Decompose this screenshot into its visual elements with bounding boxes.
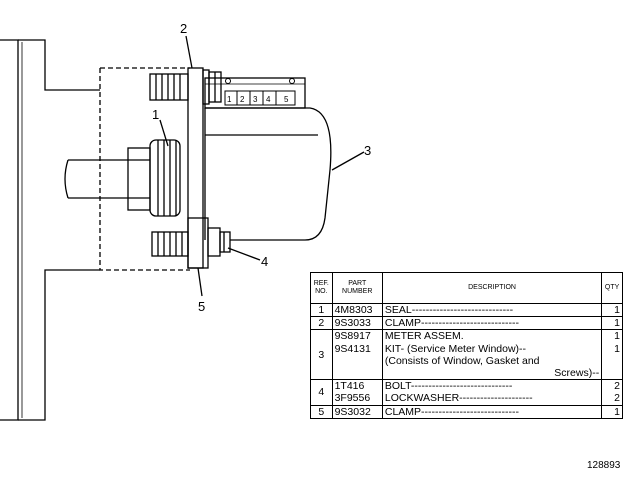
odometer-digit: 4 (266, 95, 271, 104)
header-part-line: NUMBER (342, 288, 373, 295)
header-qty: QTY (601, 272, 623, 304)
leader-4 (227, 247, 261, 261)
housing-outline (99, 67, 190, 271)
description-line: BOLT----------------------------- (384, 380, 513, 393)
odometer-digit: 5 (284, 95, 289, 104)
ref-cell: 2 (310, 316, 333, 331)
odometer-digit: 3 (253, 95, 258, 104)
qty-line: 2 (614, 380, 620, 393)
seal (149, 139, 181, 217)
ref-cell: 3 (310, 329, 333, 381)
table-row: 5 9S3032 CLAMP--------------------------… (310, 404, 623, 419)
qty-cell: 1 1 (601, 329, 623, 381)
description-line: METER ASSEM. (384, 330, 464, 343)
callout-5: 5 (198, 299, 206, 314)
ref-cell: 4 (310, 379, 333, 406)
part-number-cell: 9S3033 (331, 316, 383, 331)
leader-2 (185, 35, 193, 69)
qty-cell: 1 (601, 316, 623, 331)
header-description: DESCRIPTION (381, 272, 603, 304)
leader-5 (197, 267, 203, 297)
ref-cell: 1 (310, 302, 333, 318)
qty-cell: 1 (601, 404, 623, 419)
table-row: 1 4M8303 SEAL---------------------------… (310, 302, 623, 318)
qty-line: 1 (614, 342, 620, 355)
parts-list-table: REF. NO. PART NUMBER DESCRIPTION QTY 1 4… (310, 272, 623, 419)
qty-line: 1 (614, 330, 620, 343)
description-cell: METER ASSEM. KIT- (Service Meter Window)… (381, 329, 603, 381)
header-part-line: PART (348, 280, 367, 287)
qty-cell: 1 (601, 302, 623, 318)
header-part-number: PART NUMBER (331, 272, 383, 304)
header-ref-line: REF. (313, 280, 329, 287)
callout-2: 2 (180, 21, 188, 36)
leader-3 (331, 151, 365, 171)
description-line: LOCKWASHER--------------------- (384, 392, 533, 405)
table-row: 2 9S3033 CLAMP--------------------------… (310, 316, 623, 331)
callout-3: 3 (364, 143, 372, 158)
lower-bolt (151, 217, 231, 269)
part-number-cell: 9S3032 (331, 404, 383, 419)
description-cell: BOLT----------------------------- LOCKWA… (381, 379, 603, 406)
part-number-line: 1T416 (334, 380, 365, 393)
mounting-flange (0, 39, 19, 421)
part-number-cell: 1T416 3F9556 (331, 379, 383, 406)
upper-bolt (149, 69, 222, 105)
part-number-line: 9S4131 (334, 342, 371, 355)
callout-4: 4 (261, 254, 269, 269)
description-line: CLAMP---------------------------- (384, 317, 519, 330)
ref-cell: 5 (310, 404, 333, 419)
meter-body (205, 107, 332, 241)
description-cell: CLAMP---------------------------- (381, 404, 603, 419)
description-line: CLAMP---------------------------- (384, 405, 519, 418)
figure-code: 128893 (587, 460, 621, 471)
table-row: 3 9S8917 9S4131 METER ASSEM. KIT- (Servi… (310, 329, 623, 381)
table-row: 4 1T416 3F9556 BOLT---------------------… (310, 379, 623, 406)
drive-shaft (68, 159, 150, 199)
flange-step (18, 39, 100, 421)
table-header-row: REF. NO. PART NUMBER DESCRIPTION QTY (310, 272, 623, 304)
description-line: Screws)-- (554, 367, 600, 380)
description-line: KIT- (Service Meter Window)-- (384, 342, 527, 355)
qty-line: 2 (614, 392, 620, 405)
leader-1 (159, 119, 169, 147)
header-ref-no: REF. NO. (310, 272, 333, 304)
description-cell: CLAMP---------------------------- (381, 316, 603, 331)
part-number-cell: 4M8303 (331, 302, 383, 318)
part-number-cell: 9S8917 9S4131 (331, 329, 383, 381)
odometer-digit: 2 (240, 95, 245, 104)
header-ref-line: NO. (315, 288, 328, 295)
description-line: SEAL----------------------------- (384, 304, 514, 316)
odometer-housing (204, 77, 306, 109)
description-cell: SEAL----------------------------- (381, 302, 603, 318)
clamp-plate (187, 67, 204, 269)
odometer-digit: 1 (227, 95, 232, 104)
qty-cell: 2 2 (601, 379, 623, 406)
odometer-digits: 1 2 3 4 5 (224, 90, 296, 106)
description-line: (Consists of Window, Gasket and (384, 354, 540, 367)
part-number-line: 9S8917 (334, 330, 371, 343)
callout-1: 1 (152, 107, 160, 122)
part-number-line: 3F9556 (334, 392, 371, 405)
